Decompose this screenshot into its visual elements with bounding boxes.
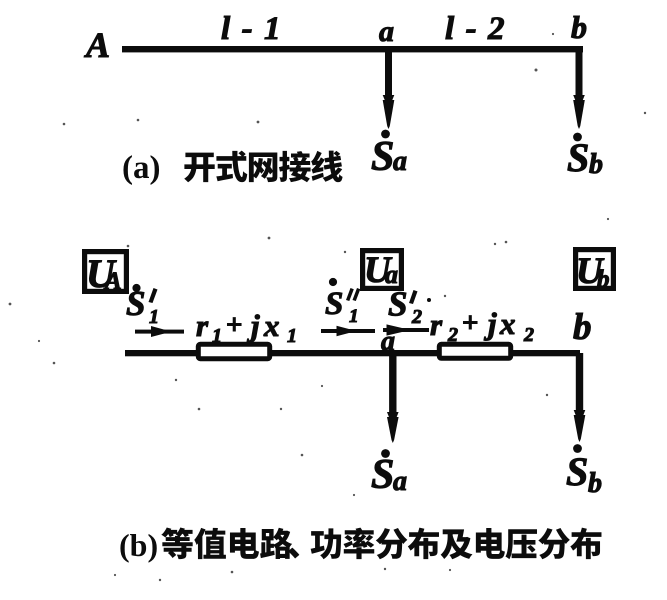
svg-text:a: a — [385, 260, 398, 289]
svg-text:S: S — [567, 135, 589, 180]
svg-text:x: x — [499, 306, 516, 341]
svg-text:a: a — [393, 146, 407, 177]
svg-text:(a): (a) — [122, 150, 160, 186]
svg-text:A: A — [84, 25, 110, 65]
svg-text:U: U — [364, 250, 393, 291]
svg-text:a: a — [393, 466, 407, 497]
svg-text:S: S — [371, 452, 394, 498]
svg-text:2: 2 — [447, 324, 458, 346]
svg-text:S: S — [371, 134, 394, 180]
svg-text:1: 1 — [287, 325, 297, 347]
svg-text:r: r — [196, 308, 209, 343]
svg-text:r: r — [430, 307, 443, 342]
svg-text:b: b — [589, 149, 603, 180]
svg-text:b: b — [571, 9, 587, 45]
svg-text:2: 2 — [523, 324, 534, 346]
svg-text:S: S — [325, 286, 343, 322]
svg-text:b: b — [597, 266, 610, 293]
svg-text:1: 1 — [212, 325, 222, 347]
svg-text:+: + — [226, 309, 243, 341]
svg-text:+: + — [462, 307, 479, 339]
svg-text:a: a — [381, 326, 395, 357]
svg-text:l - 1: l - 1 — [221, 11, 282, 47]
svg-text:S: S — [126, 284, 145, 323]
svg-text:U: U — [86, 251, 117, 296]
svg-text:A: A — [103, 268, 122, 295]
svg-text:(b): (b) — [119, 527, 158, 563]
svg-text:b: b — [573, 307, 592, 348]
svg-text:1: 1 — [349, 306, 359, 327]
svg-text:2: 2 — [411, 306, 422, 328]
svg-text:l - 2: l - 2 — [445, 11, 506, 47]
svg-text:1: 1 — [149, 306, 159, 328]
svg-text:U: U — [576, 251, 605, 292]
svg-text:S: S — [388, 285, 407, 324]
svg-text:a: a — [379, 15, 394, 48]
svg-text:b: b — [588, 468, 602, 499]
svg-text:S: S — [566, 449, 588, 494]
svg-text:x: x — [263, 308, 280, 343]
